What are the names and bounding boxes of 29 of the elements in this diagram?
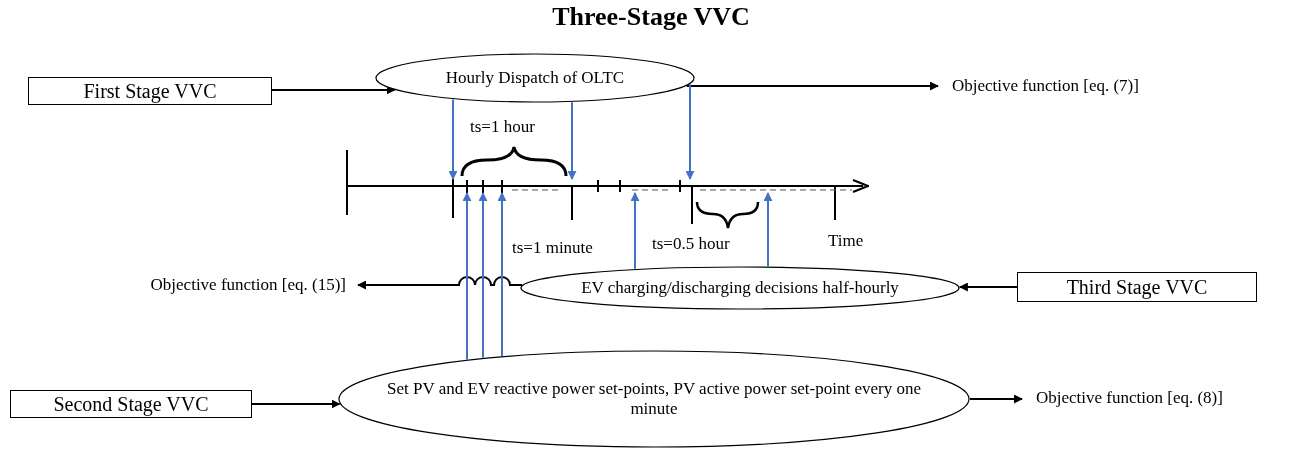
objective-label: Objective function [eq. (15)] bbox=[92, 273, 358, 297]
arrow bbox=[251, 399, 341, 409]
arrow bbox=[958, 282, 1018, 292]
time-axis bbox=[347, 179, 869, 193]
stage-box: Second Stage VVC bbox=[10, 390, 252, 418]
diagram-title: Three-Stage VVC bbox=[551, 2, 751, 32]
process-ellipse: Set PV and EV reactive power set-points, PV active power set-point every one minute bbox=[338, 350, 970, 448]
interval-label: ts=0.5 hour bbox=[652, 234, 730, 254]
arrow bbox=[357, 276, 524, 290]
arrow bbox=[497, 192, 507, 357]
arrow bbox=[567, 101, 577, 180]
stage-box: First Stage VVC bbox=[28, 77, 272, 105]
process-ellipse: EV charging/discharging decisions half-hourly bbox=[520, 266, 960, 310]
axis-label: Time bbox=[828, 231, 864, 251]
process-ellipse: Hourly Dispatch of OLTC bbox=[375, 53, 695, 103]
interval-label: ts=1 hour bbox=[470, 117, 535, 137]
arrow bbox=[969, 394, 1023, 404]
objective-label: Objective function [eq. (8)] bbox=[1022, 386, 1284, 410]
arrow bbox=[763, 192, 773, 268]
arrow bbox=[685, 81, 939, 91]
objective-label: Objective function [eq. (7)] bbox=[938, 74, 1208, 98]
arrow bbox=[478, 192, 488, 359]
stage-box: Third Stage VVC bbox=[1017, 272, 1257, 302]
arrow bbox=[685, 83, 695, 180]
arrow bbox=[271, 85, 396, 95]
interval-label: ts=1 minute bbox=[512, 238, 593, 258]
arrow bbox=[630, 192, 640, 270]
arrow bbox=[462, 192, 472, 361]
arrow bbox=[448, 98, 458, 180]
